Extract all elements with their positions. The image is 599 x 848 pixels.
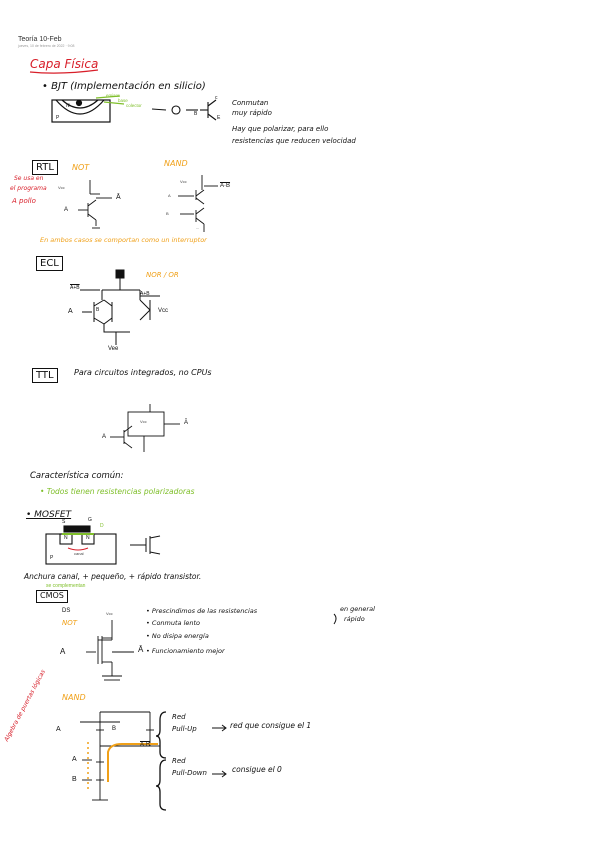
common-heading: Característica común: xyxy=(30,471,124,481)
rtl-dots: ... xyxy=(196,225,200,230)
bjt-note-4: resistencias que reducen velocidad xyxy=(232,137,356,145)
nand-pullup-1: Red xyxy=(172,713,186,721)
cmos-bullet-1b: en general xyxy=(340,605,375,613)
pulldown-arrow xyxy=(212,770,227,778)
bjt-silicon-drawing xyxy=(51,95,125,123)
ttl-circuit xyxy=(110,404,180,452)
mosfet-heading: • MOSFET xyxy=(26,510,72,520)
bjt-pin-b: B xyxy=(194,111,198,117)
mosfet-silicon-drawing xyxy=(45,525,117,565)
rtl-not-in-a: A xyxy=(64,207,69,213)
mosfet-note-green: se complementan xyxy=(46,583,86,589)
cmos-brace-1 xyxy=(333,613,337,625)
nand-in-b-top: B xyxy=(112,726,117,732)
mosfet-label-s: S xyxy=(62,519,66,525)
rtl-nand-circuit xyxy=(178,175,218,232)
bjt-note-3: Hay que polarizar, para ello xyxy=(232,125,329,133)
cmos-bullet-4: • Funcionamiento mejor xyxy=(146,647,225,655)
rtl-not-label: NOT xyxy=(72,163,90,172)
mosfet-label-g: G xyxy=(88,517,92,523)
rtl-side-note-2: el programa xyxy=(10,185,47,192)
bjt-label-p: P xyxy=(56,115,60,121)
rtl-nand-in-a: A xyxy=(168,193,171,198)
ecl-vee: Vee xyxy=(108,346,119,352)
cmos-not-circuit xyxy=(86,620,134,681)
ttl-box: TTL xyxy=(32,368,58,383)
mosfet-label-n-left: N xyxy=(64,535,68,541)
bjt-pin-c: c xyxy=(215,95,218,101)
ttl-out: Ā xyxy=(184,420,189,426)
rtl-side-note-1: Se usa en xyxy=(14,175,44,182)
section-title: Capa Física xyxy=(30,57,99,71)
cmos-bullet-1: • Prescindimos de las resistencias xyxy=(146,607,258,615)
cmos-in-a: A xyxy=(60,647,66,656)
bjt-note-1: Conmutan xyxy=(232,99,269,107)
cmos-bullet-1c: rápido xyxy=(344,615,365,623)
rtl-not-vcc: Vcc xyxy=(58,185,65,190)
ecl-gate-label: NOR / OR xyxy=(146,271,179,279)
bjt-label-collector: colector xyxy=(126,103,142,108)
rtl-nand-in-b: B xyxy=(166,211,169,216)
nand-highlight-path xyxy=(107,743,158,782)
common-item: • Todos tienen resistencias polarizadora… xyxy=(40,487,195,496)
nand-pullup-2: Pull-Up xyxy=(172,725,197,733)
cmos-ds: DS xyxy=(62,608,71,614)
rtl-side-note-3: A pollo xyxy=(12,197,36,205)
bjt-note-2: muy rápido xyxy=(232,109,272,117)
cmos-out: Ā xyxy=(138,645,144,654)
rtl-nand-label: NAND xyxy=(164,159,188,168)
rtl-not-out: Ā xyxy=(116,194,121,201)
ecl-box: ECL xyxy=(36,256,63,271)
nand-in-a-top: A xyxy=(56,726,61,733)
nand-in-b-bottom: B xyxy=(72,776,77,783)
ecl-in-a: A xyxy=(68,308,73,315)
ecl-in-b: B xyxy=(96,307,100,313)
ecl-out-or: A+B xyxy=(140,291,150,297)
mosfet-note: Anchura canal, + pequeño, + rápido trans… xyxy=(24,572,202,581)
mosfet-label-d: D xyxy=(100,523,104,529)
cmos-box: CMOS xyxy=(36,590,68,603)
nand-pulldown-note: consigue el 0 xyxy=(232,765,282,774)
cmos-bullet-3: • No disipa energía xyxy=(146,632,209,640)
nand-out: A·B xyxy=(140,742,151,748)
page-title: Teoría 10-Feb xyxy=(18,36,62,43)
section-underline xyxy=(29,69,99,74)
mosfet-symbol xyxy=(130,535,161,555)
bjt-label-n: N xyxy=(66,103,70,109)
cmos-not-label: NOT xyxy=(62,619,78,627)
bjt-pin-e: E xyxy=(217,115,221,121)
page-meta: jueves, 10 de febrero de 2022 · 9:08 xyxy=(18,44,75,48)
mosfet-label-channel: canal xyxy=(74,551,84,556)
nand-pulldown-2: Pull-Down xyxy=(172,769,207,777)
nand-pullup-note: red que consigue el 1 xyxy=(230,721,312,730)
nand-pulldown-1: Red xyxy=(172,757,186,765)
cmos-nand-circuit xyxy=(80,711,160,801)
rtl-nand-vcc: Vcc xyxy=(180,179,187,184)
rtl-nand-out: A·B xyxy=(220,183,231,189)
bjt-heading: • BJT (Implementación en silicio) xyxy=(42,81,206,92)
nand-in-a-bottom: A xyxy=(72,756,77,763)
rtl-not-circuit xyxy=(78,180,112,229)
pullup-arrow xyxy=(212,724,227,732)
ecl-vcc: Vcc xyxy=(158,308,169,314)
mosfet-label-p: P xyxy=(50,555,54,561)
ttl-note: Para circuitos integrados, no CPUs xyxy=(74,368,212,377)
nand-label: NAND xyxy=(62,693,86,702)
bjt-symbol xyxy=(151,99,217,121)
bjt-label-base: base xyxy=(118,98,128,103)
ecl-circuit xyxy=(80,269,160,345)
rtl-summary: En ambos casos se comportan como un inte… xyxy=(40,236,207,244)
pullup-brace xyxy=(155,711,167,759)
pulldown-brace xyxy=(155,759,167,811)
ttl-vcc: Vcc xyxy=(140,419,147,424)
ecl-out-nor: A+B xyxy=(70,285,80,291)
rtl-box: RTL xyxy=(32,160,58,175)
ttl-in-a: A xyxy=(102,434,107,440)
cmos-bullet-2: • Conmuta lento xyxy=(146,619,201,627)
bjt-label-emitter: emisor xyxy=(106,93,120,98)
mosfet-label-n-right: N xyxy=(86,535,90,541)
cmos-vcc: Vcc xyxy=(106,611,113,616)
